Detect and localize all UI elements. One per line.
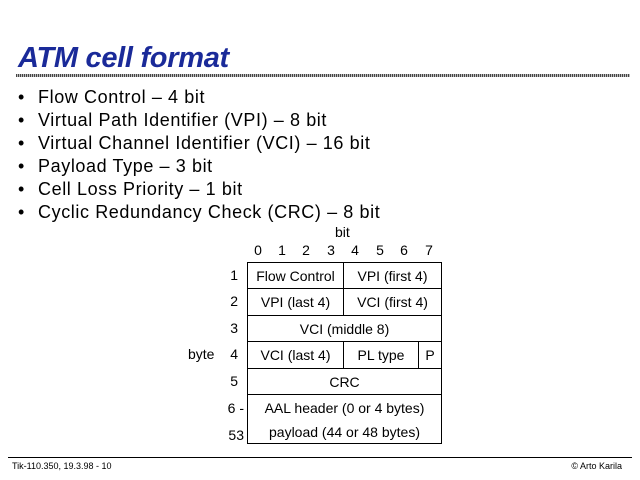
byte-number: 3 — [230, 320, 238, 336]
field-vci-last: VCI (last 4) — [260, 347, 331, 363]
field-vpi-first: VPI (first 4) — [357, 268, 428, 284]
field-vci-middle: VCI (middle 8) — [299, 321, 390, 337]
byte-number: 2 — [230, 293, 238, 309]
bullet-list: •Flow Control – 4 bit •Virtual Path Iden… — [18, 86, 380, 224]
bit-number: 7 — [425, 242, 433, 258]
bit-number: 0 — [254, 242, 262, 258]
field-divider — [343, 263, 344, 289]
byte-number: 6 - — [227, 400, 244, 416]
bullet-item: •Payload Type – 3 bit — [18, 156, 213, 176]
field-aal-header: AAL header (0 or 4 bytes) — [264, 400, 425, 416]
bullet-item: •Cell Loss Priority – 1 bit — [18, 179, 243, 199]
bullet-item: •Flow Control – 4 bit — [18, 87, 206, 107]
bit-number: 4 — [351, 242, 359, 258]
bit-axis-label: bit — [335, 224, 350, 240]
field-payload: payload (44 or 48 bytes) — [269, 424, 420, 440]
row-divider — [248, 341, 441, 342]
field-divider — [343, 289, 344, 315]
bullet-item: •Cyclic Redundancy Check (CRC) – 8 bit — [18, 202, 381, 222]
row-divider — [248, 368, 441, 369]
bit-number: 6 — [400, 242, 408, 258]
byte-number: 4 — [230, 346, 238, 362]
row-divider — [248, 394, 441, 395]
bullet-icon: • — [18, 202, 25, 222]
field-divider — [343, 342, 344, 368]
slide-title: ATM cell format — [18, 42, 229, 74]
footer-divider — [8, 457, 632, 458]
bullet-icon: • — [18, 87, 25, 107]
footer-course-info: Tik-110.350, 19.3.98 - 10 — [12, 461, 112, 471]
bit-number: 2 — [302, 242, 310, 258]
field-flow-control: Flow Control — [256, 268, 335, 284]
byte-number: 5 — [230, 373, 238, 389]
bit-number: 1 — [278, 242, 286, 258]
row-divider — [248, 315, 441, 316]
footer-copyright: © Arto Karila — [571, 461, 622, 471]
bit-number: 5 — [376, 242, 384, 258]
field-crc: CRC — [329, 374, 360, 390]
field-vpi-last: VPI (last 4) — [260, 294, 331, 310]
bullet-item: •Virtual Path Identifier (VPI) – 8 bit — [18, 110, 328, 130]
byte-axis-label: byte — [188, 346, 215, 362]
atm-cell-diagram: Flow Control VPI (first 4) VPI (last 4) … — [247, 262, 442, 444]
bit-number: 3 — [327, 242, 335, 258]
bullet-icon: • — [18, 156, 25, 176]
row-divider — [248, 288, 441, 289]
field-payload-type: PL type — [357, 347, 405, 363]
title-divider — [16, 74, 630, 77]
bullet-icon: • — [18, 133, 25, 153]
field-cell-loss-priority: P — [425, 347, 435, 363]
bullet-icon: • — [18, 179, 25, 199]
byte-number: 53 — [228, 427, 244, 443]
bullet-item: •Virtual Channel Identifier (VCI) – 16 b… — [18, 133, 371, 153]
field-divider — [418, 342, 419, 368]
byte-number: 1 — [230, 267, 238, 283]
field-vci-first: VCI (first 4) — [357, 294, 428, 310]
bullet-icon: • — [18, 110, 25, 130]
